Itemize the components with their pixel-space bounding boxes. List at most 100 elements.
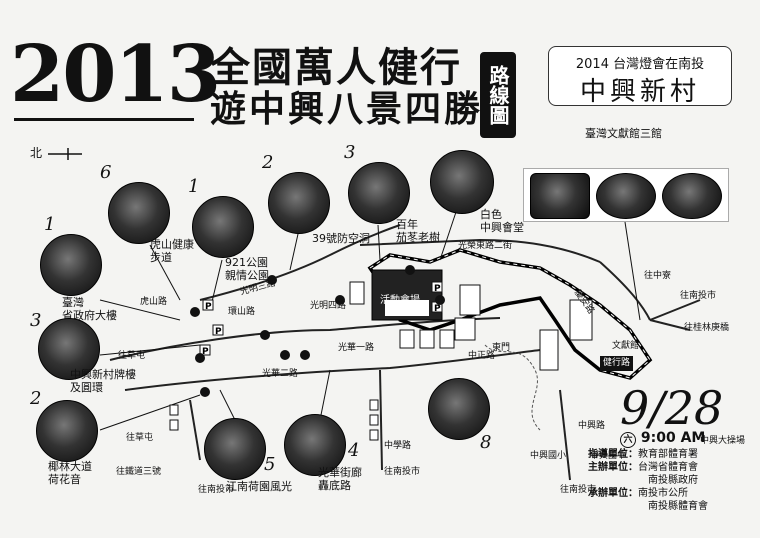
direction-label: 往南投市 — [198, 485, 235, 495]
attraction-label: 百年 茄苳老樹 — [396, 218, 440, 244]
road-label: 光華一路 — [338, 343, 375, 353]
road-label: 光榮東路二街 — [458, 241, 513, 251]
road-label: 環山路 — [228, 307, 256, 317]
direction-label: 往南投市 — [680, 291, 717, 301]
landmark-label: 中興國中 — [590, 451, 627, 461]
attraction-label: 39號防空洞 — [312, 232, 370, 245]
lantern-location-text: 中興新村 — [579, 77, 700, 107]
attraction-label: 江南荷園風光 — [226, 480, 292, 493]
attraction-label: 光華街廊 轟底路 — [318, 466, 362, 492]
direction-label: 往桂林庚橋 — [684, 323, 730, 333]
attraction-number: 2 — [30, 388, 42, 409]
hiking-route-dashes — [369, 249, 651, 379]
landmark-label: 東門 — [492, 343, 511, 353]
attraction-label: 虎山健康 步道 — [150, 238, 194, 264]
road-label: 虎山路 — [140, 297, 168, 307]
year-underline — [14, 118, 194, 121]
hiking-trail-label: 健行路 — [600, 356, 634, 371]
event-weekday: 六 — [620, 432, 636, 448]
organizer-row: 指導單位：教育部體育署 — [588, 448, 708, 461]
exhibit-photo-strip — [523, 168, 729, 222]
attraction-label: 921公園 親情公園 — [225, 256, 269, 282]
event-time: 六 9:00 AM — [620, 430, 705, 448]
road-north — [359, 238, 601, 263]
organizer-role: 指導單位： — [588, 449, 638, 460]
photo-provincial-building — [40, 234, 102, 296]
event-venue: 中興大操場 — [700, 436, 746, 446]
organizer-row: 南投縣體育會 — [588, 500, 708, 513]
road-label: 中正路 — [468, 351, 496, 361]
direction-label: 往中寮 — [644, 271, 672, 281]
photo-air-raid-shelter — [268, 172, 330, 234]
organizer-row: 主辦單位：台灣省體育會 — [588, 461, 708, 474]
exhibit-photo-2 — [596, 173, 656, 219]
hiking-route — [367, 248, 653, 380]
direction-label: 往草屯 — [126, 433, 154, 443]
organizer-name: 南投縣體育會 — [648, 501, 708, 512]
direction-label: 往南投市 — [384, 467, 421, 477]
road-guanghua — [109, 317, 501, 361]
organizer-name: 南投縣政府 — [648, 475, 698, 486]
road-south — [559, 389, 571, 481]
landmark-label: 中興國小 — [530, 451, 567, 461]
road-east3 — [649, 319, 691, 331]
attraction-number: 5 — [264, 454, 276, 475]
north-arrow: 北 — [30, 144, 86, 161]
attraction-number: 1 — [44, 214, 56, 235]
road-label: 中學路 — [384, 441, 412, 451]
organizer-name: 南投市公所 — [638, 488, 688, 499]
organizer-name: 教育部體育署 — [638, 449, 698, 460]
road-east — [599, 261, 651, 321]
river-line — [484, 344, 541, 431]
attraction-number: 4 — [348, 440, 360, 461]
lantern-event-text: 2014 台灣燈會在南投 — [575, 57, 705, 72]
road-label: 光華二路 — [262, 369, 299, 379]
road-label: 光明四路 — [310, 301, 347, 311]
direction-label: 往草屯 — [118, 351, 146, 361]
lantern-festival-banner: 2014 台灣燈會在南投 中興新村 — [548, 46, 732, 107]
route-map-badge: 路線圖 — [480, 52, 516, 138]
svg-text:P: P — [205, 302, 212, 312]
photo-old-tree — [348, 162, 410, 224]
svg-text:P: P — [434, 304, 441, 314]
event-time-text: 9:00 AM — [640, 430, 706, 446]
event-date: 9/28 — [620, 381, 724, 435]
photo-palm-avenue — [36, 400, 98, 462]
road-zhongxue — [379, 369, 383, 471]
road-label: 中興路 — [578, 421, 606, 431]
event-subtitle: 遊中興八景四勝 — [210, 89, 484, 130]
exhibit-photo-1 — [530, 173, 590, 219]
road-zhongzheng — [124, 349, 541, 391]
event-year: 2013 — [10, 29, 221, 120]
direction-label: 往南投市 — [560, 485, 597, 495]
photo-guanghua-street — [284, 414, 346, 476]
activity-stage-label: 活動會場 — [380, 295, 420, 306]
north-arrow-icon — [47, 147, 82, 160]
north-label: 北 — [30, 146, 43, 160]
svg-text:P: P — [434, 284, 441, 294]
photo-archway — [38, 318, 100, 380]
organizer-role: 主辦單位： — [588, 462, 638, 473]
svg-text:P: P — [202, 347, 209, 357]
photo-zhongxing-hall — [430, 150, 494, 214]
road-west-s1 — [189, 399, 201, 461]
organizer-role: 承辦單位： — [588, 488, 638, 499]
photo-scenic-8 — [428, 378, 490, 440]
photo-hushan-trail — [108, 182, 170, 244]
organizer-row: 承辦單位：南投市公所 — [588, 487, 708, 500]
attraction-label: 中興新村牌樓 及圓環 — [70, 368, 136, 394]
exhibit-label: 臺灣文獻館三館 — [585, 127, 662, 140]
attraction-number: 3 — [30, 310, 42, 331]
road-east2 — [649, 299, 701, 321]
attraction-number: 1 — [188, 176, 200, 197]
attraction-number: 6 — [100, 162, 112, 183]
svg-text:P: P — [215, 327, 222, 337]
attraction-number: 3 — [344, 142, 356, 163]
organizers-list: 指導單位：教育部體育署 主辦單位：台灣省體育會 南投縣政府 承辦單位：南投市公所… — [588, 448, 708, 513]
event-title: 全國萬人健行 — [210, 45, 462, 91]
organizer-name: 台灣省體育會 — [638, 462, 698, 473]
organizer-row: 南投縣政府 — [588, 474, 708, 487]
activity-ground-inner — [385, 300, 429, 316]
photo-921-park — [192, 196, 254, 258]
